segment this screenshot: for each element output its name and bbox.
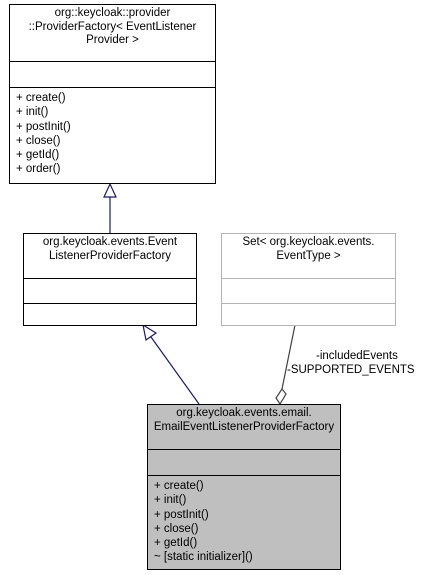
event-type-set-class[interactable]: Set< org.keycloak.events. EventType > bbox=[221, 233, 396, 326]
title-line: Set< org.keycloak.events. bbox=[242, 236, 375, 248]
email-factory-title: org.keycloak.events.email. EmailEventLis… bbox=[148, 405, 340, 449]
operation: + close() bbox=[16, 134, 61, 147]
title-line: ::ProviderFactory< EventListener bbox=[28, 20, 197, 33]
event-type-set-title: Set< org.keycloak.events. EventType > bbox=[222, 234, 395, 278]
provider-factory-operations: + create() + init() + postInit() + close… bbox=[10, 87, 215, 177]
provider-factory-attributes bbox=[10, 61, 215, 87]
operation: + getId() bbox=[154, 537, 198, 550]
title-line: EventType > bbox=[276, 249, 341, 262]
title-line: Provider > bbox=[86, 34, 139, 47]
inherit-arrowhead-top bbox=[103, 182, 117, 198]
assoc-label-supported-events: -SUPPORTED_EVENTS bbox=[287, 364, 415, 376]
email-factory-class[interactable]: org.keycloak.events.email. EmailEventLis… bbox=[147, 404, 341, 570]
title-line: EmailEventListenerProviderFactory bbox=[153, 420, 335, 433]
event-type-set-operations bbox=[222, 303, 395, 327]
provider-factory-title: org::keycloak::provider ::ProviderFactor… bbox=[10, 5, 215, 61]
title-line: org::keycloak::provider bbox=[54, 7, 171, 19]
email-factory-attributes bbox=[148, 449, 340, 475]
event-listener-factory-attributes bbox=[24, 278, 196, 303]
event-listener-factory-title: org.keycloak.events.Event ListenerProvid… bbox=[24, 234, 196, 278]
operation: ~ [static initializer]() bbox=[154, 551, 253, 564]
assoc-edge bbox=[281, 324, 296, 390]
operation: + create() bbox=[16, 92, 66, 104]
assoc-label-included-events: -includedEvents bbox=[316, 350, 398, 362]
aggregation-diamond bbox=[275, 387, 287, 406]
title-line: org.keycloak.events.Event bbox=[42, 236, 178, 248]
inherit-arrowhead-bottom bbox=[142, 323, 158, 342]
title-line: ListenerProviderFactory bbox=[48, 249, 172, 262]
event-listener-factory-class[interactable]: org.keycloak.events.Event ListenerProvid… bbox=[23, 233, 197, 326]
operation: + postInit() bbox=[154, 508, 209, 521]
operation: + create() bbox=[154, 480, 204, 492]
operation: + init() bbox=[16, 106, 49, 119]
title-line: org.keycloak.events.email. bbox=[176, 407, 312, 419]
operation: + init() bbox=[154, 494, 187, 507]
operation: + getId() bbox=[16, 149, 60, 162]
operation: + close() bbox=[154, 522, 199, 535]
event-type-set-attributes bbox=[222, 278, 395, 303]
provider-factory-class[interactable]: org::keycloak::provider ::ProviderFactor… bbox=[9, 4, 216, 184]
operation: + postInit() bbox=[16, 120, 71, 133]
inherit-edge-bottom bbox=[150, 336, 200, 405]
email-factory-operations: + create() + init() + postInit() + close… bbox=[148, 475, 340, 565]
operation: + order() bbox=[16, 163, 61, 176]
event-listener-factory-operations bbox=[24, 303, 196, 327]
